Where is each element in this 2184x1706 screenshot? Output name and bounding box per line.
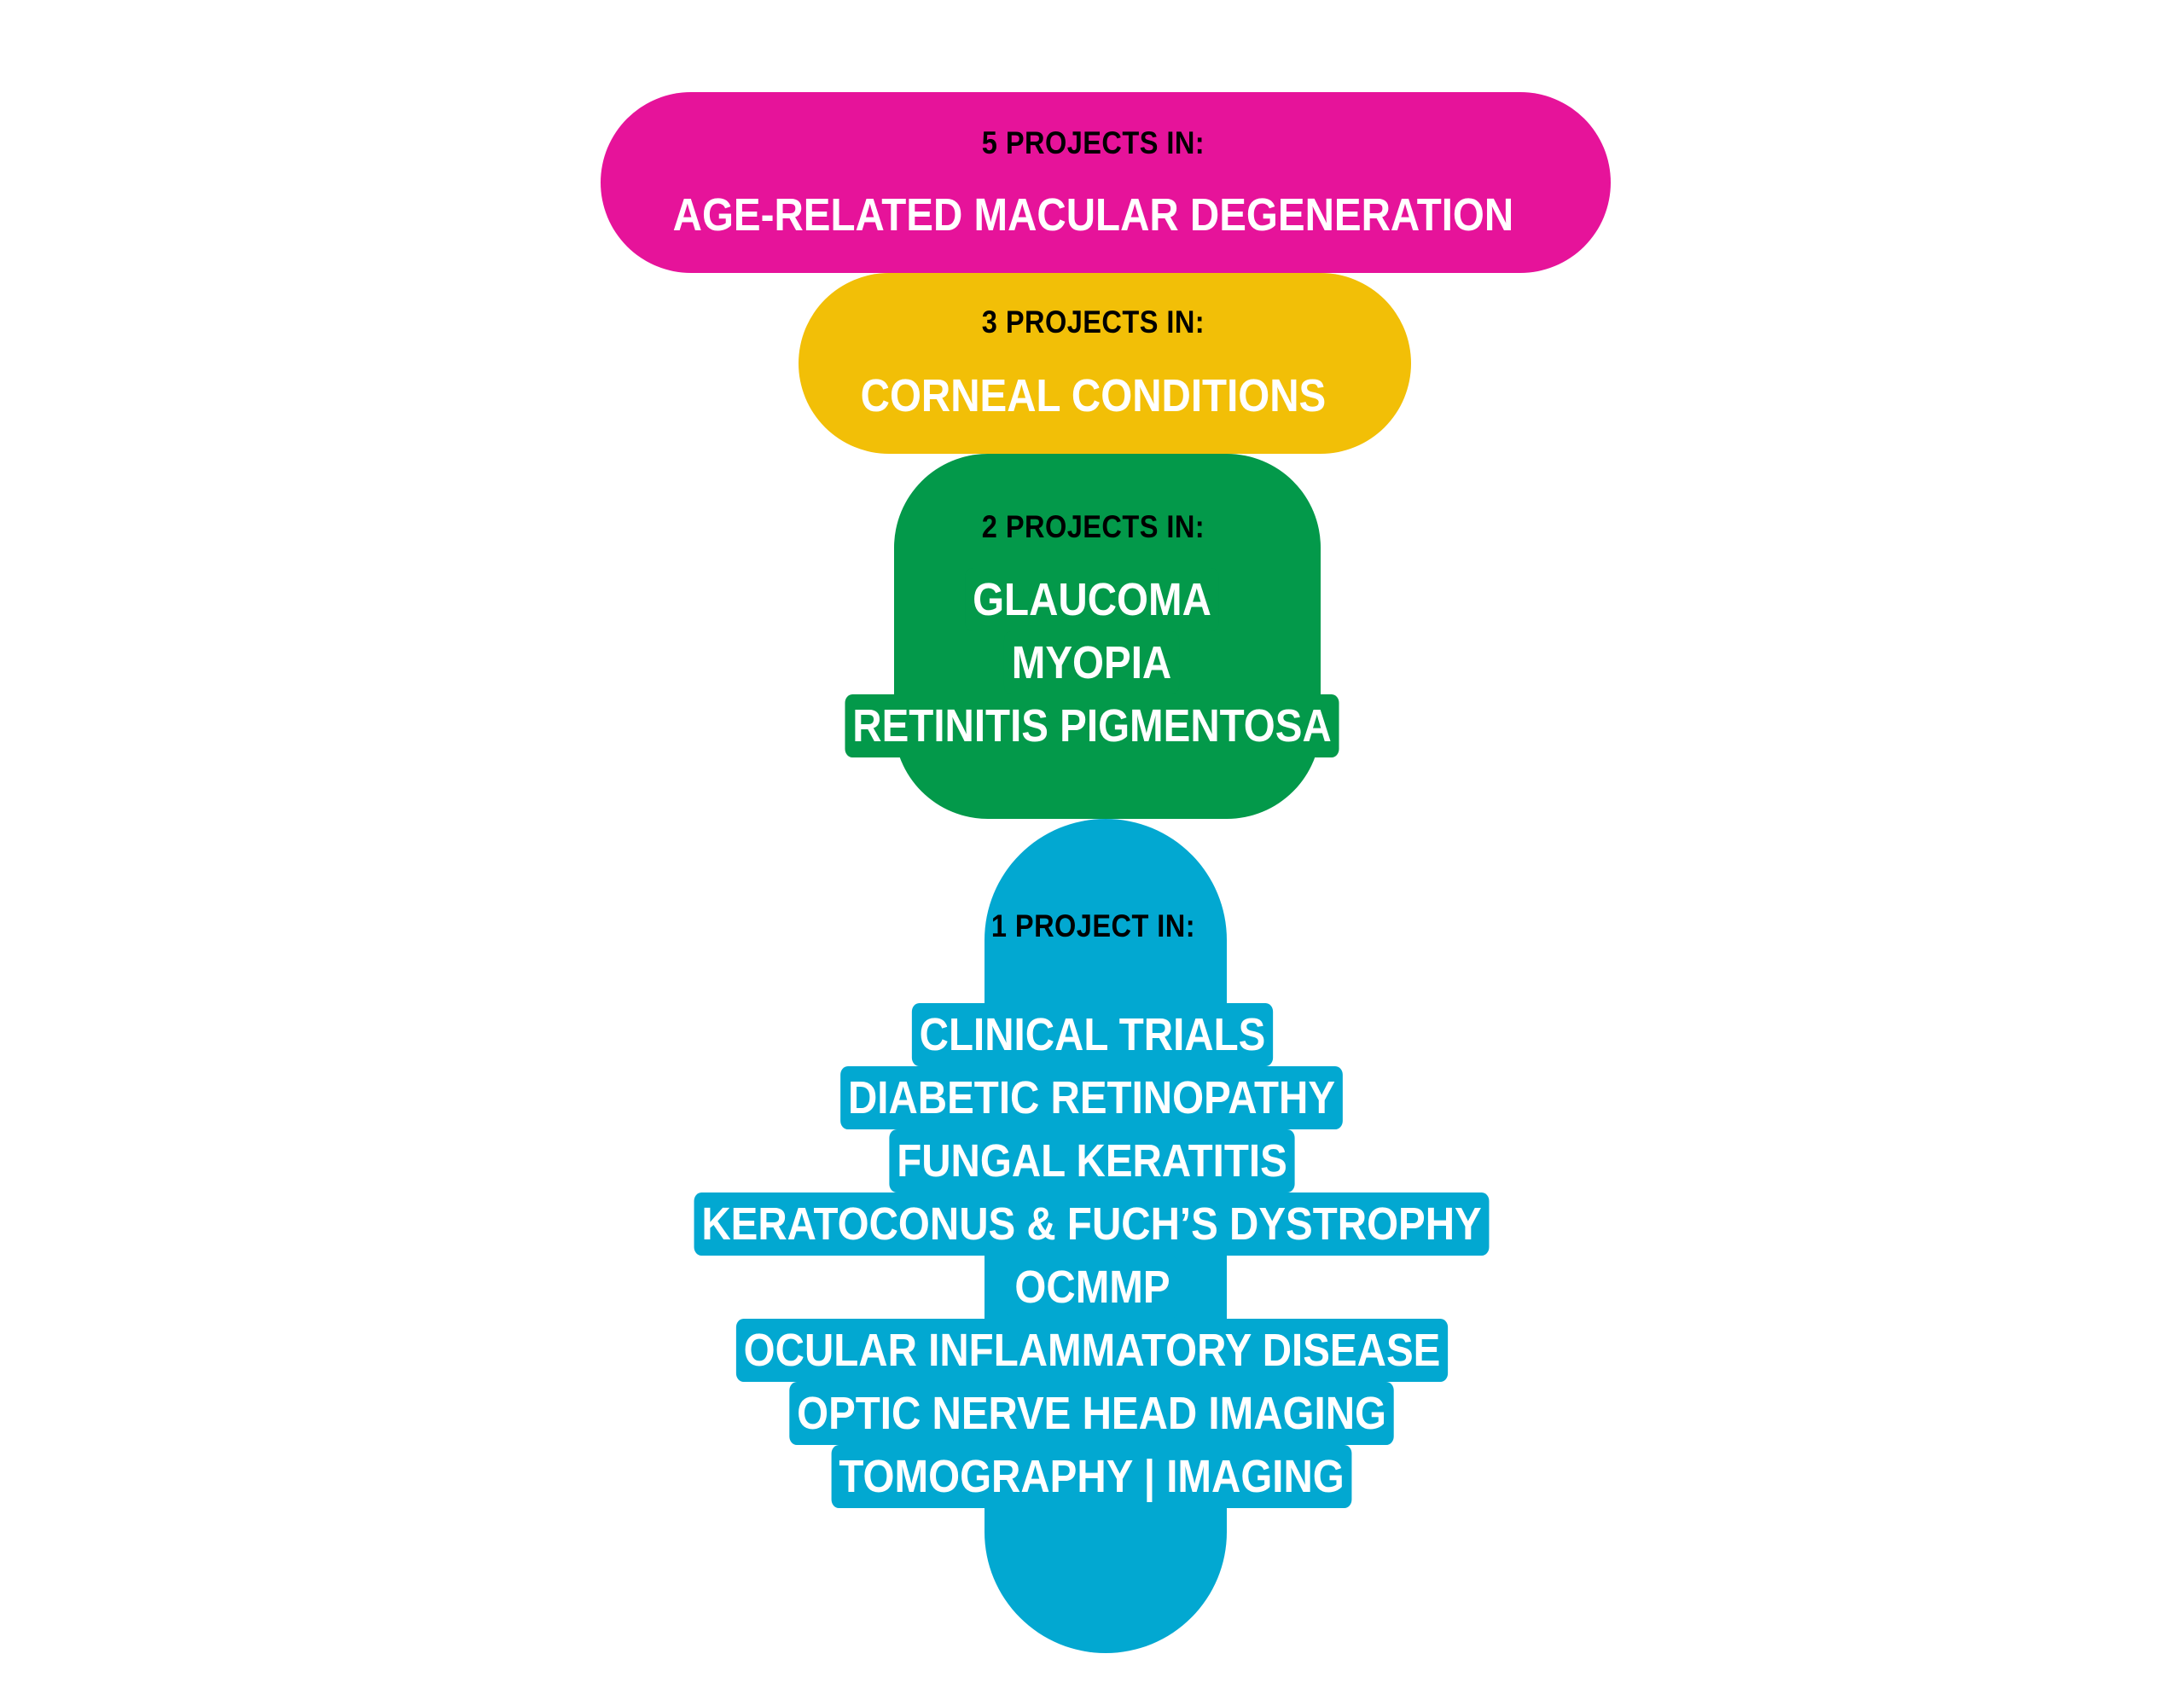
- tier-5-projects: [601, 92, 1611, 273]
- tier-2-heading: 2 PROJECTS IN:: [981, 509, 1205, 544]
- tier-3-item-corneal: CORNEAL CONDITIONS: [860, 370, 1327, 421]
- tier-1-heading: 1 PROJECT IN:: [990, 908, 1195, 943]
- tier-3-projects: [799, 273, 1411, 454]
- tier-1-item-ocular-inflammatory-disease: OCULAR INFLAMMATORY DISEASE: [735, 1319, 1449, 1382]
- tier-1-item-optic-nerve-head-imaging: OPTIC NERVE HEAD IMAGING: [789, 1382, 1395, 1445]
- tier-1-item-list: CLINICAL TRIALS DIABETIC RETINOPATHY FUN…: [0, 1003, 2184, 1508]
- tier-1-item-ocmmp: OCMMP: [1007, 1256, 1177, 1319]
- tier-1-item-clinical-trials: CLINICAL TRIALS: [911, 1003, 1273, 1066]
- tier-2-item-myopia: MYOPIA: [1004, 631, 1180, 694]
- tier-1-item-diabetic-retinopathy: DIABETIC RETINOPATHY: [840, 1066, 1344, 1129]
- tier-5-item-amd: AGE-RELATED MACULAR DEGENERATION: [672, 189, 1514, 241]
- tier-1-item-fungal-keratitis: FUNGAL KERATITIS: [889, 1129, 1295, 1192]
- tier-5-heading: 5 PROJECTS IN:: [981, 125, 1205, 160]
- tier-2-item-retinitis-pigmentosa: RETINITIS PIGMENTOSA: [845, 694, 1339, 757]
- tier-1-item-keratoconus: KERATOCONUS & FUCH’S DYSTROPHY: [694, 1192, 1490, 1256]
- tier-1-item-tomography-imaging: TOMOGRAPHY | IMAGING: [832, 1445, 1352, 1508]
- tier-2-item-glaucoma: GLAUCOMA: [965, 568, 1219, 631]
- tier-2-item-list: GLAUCOMA MYOPIA RETINITIS PIGMENTOSA: [0, 568, 2184, 757]
- tier-3-heading: 3 PROJECTS IN:: [981, 305, 1205, 339]
